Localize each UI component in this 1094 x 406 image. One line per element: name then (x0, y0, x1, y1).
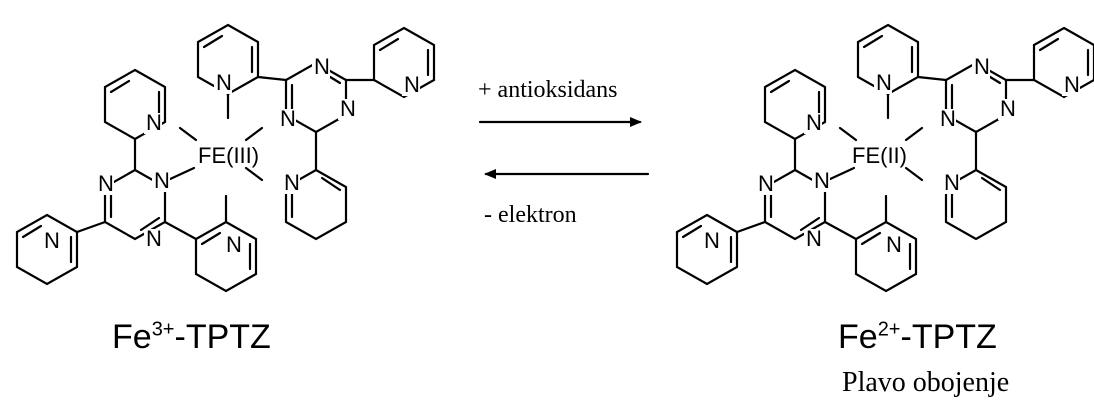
color-note: Plavo obojenje (842, 367, 1010, 398)
nitrogen-atom-label: N (98, 171, 114, 196)
atom-label-background (312, 57, 330, 78)
nitrogen-atom-label: N (806, 110, 822, 135)
atom-label-background (1062, 75, 1080, 96)
nitrogen-atom-label: N (340, 96, 356, 121)
nitrogen-atom-label: N (974, 54, 990, 79)
atom-label-background (884, 235, 902, 256)
nitrogen-atom-label: N (944, 170, 960, 195)
nitrogen-atom-label: N (404, 72, 420, 97)
atom-label-background (756, 174, 774, 195)
nitrogen-atom-label: N (886, 232, 902, 257)
atom-label-background (998, 99, 1016, 120)
metal-center-label: FE(III) (198, 143, 259, 168)
atom-label-background (96, 174, 114, 195)
atom-label-background (804, 113, 822, 134)
nitrogen-atom-label: N (704, 228, 720, 253)
left-complex-caption: Fe3+-TPTZ (112, 318, 271, 356)
forward-arrow-label: + antioksidans (478, 77, 618, 103)
nitrogen-atom-label: N (280, 106, 296, 131)
nitrogen-atom-label: N (758, 171, 774, 196)
atom-label-background (938, 109, 956, 130)
nitrogen-atom-label: N (876, 70, 892, 95)
nitrogen-atom-label: N (154, 168, 170, 193)
atom-label-background (702, 231, 720, 252)
nitrogen-atom-label: N (146, 110, 162, 135)
nitrogen-atom-label: N (1064, 72, 1080, 97)
nitrogen-atom-label: N (226, 232, 242, 257)
atom-label-background (224, 235, 242, 256)
nitrogen-atom-label: N (44, 228, 60, 253)
metal-center-label: FE(II) (852, 143, 907, 168)
atom-label-background (282, 173, 300, 194)
nitrogen-atom-label: N (216, 70, 232, 95)
reverse-arrow-label: - elektron (484, 202, 577, 228)
atom-label-background (812, 171, 830, 192)
atom-label-background (144, 113, 162, 134)
atom-label-background (942, 173, 960, 194)
atom-label-background (972, 57, 990, 78)
atom-label-background (42, 231, 60, 252)
nitrogen-atom-label: N (806, 226, 822, 251)
atom-label-background (874, 73, 892, 94)
nitrogen-atom-label: N (146, 226, 162, 251)
nitrogen-atom-label: N (814, 168, 830, 193)
nitrogen-atom-label: N (284, 170, 300, 195)
atom-label-background (338, 99, 356, 120)
atom-label-background (804, 229, 822, 250)
atom-label-background (278, 109, 296, 130)
right-complex-caption: Fe2+-TPTZ (838, 318, 997, 356)
nitrogen-atom-label: N (940, 106, 956, 131)
atom-label-background (152, 171, 170, 192)
atom-label-background (214, 73, 232, 94)
nitrogen-atom-label: N (1000, 96, 1016, 121)
nitrogen-atom-label: N (314, 54, 330, 79)
atom-label-background (402, 75, 420, 96)
atom-label-background (144, 229, 162, 250)
